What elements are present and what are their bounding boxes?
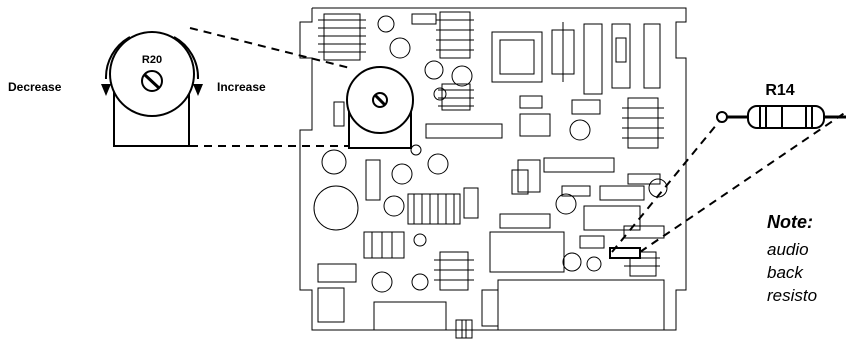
pcb-outline	[299, 7, 687, 339]
increase-label: Increase	[217, 80, 266, 94]
increase-arrow-icon	[193, 84, 203, 96]
r20-leader-top	[189, 27, 351, 69]
r14-leader-left	[611, 117, 723, 253]
decrease-arrow-icon	[101, 84, 111, 96]
note-line-2: back	[767, 263, 804, 282]
r20-label: R20	[142, 54, 162, 66]
board-r20-pot	[346, 66, 414, 149]
r14-lead-left	[716, 111, 728, 123]
board-r14-resistor	[609, 247, 641, 259]
note-line-3: resisto	[767, 286, 817, 305]
pcb-components	[313, 11, 668, 331]
r14-label: R14	[765, 82, 794, 99]
note-block: Note: audio back resisto	[767, 212, 817, 305]
decrease-label: Decrease	[8, 80, 62, 94]
note-heading: Note:	[767, 212, 813, 232]
note-line-1: audio	[767, 240, 809, 259]
r14-leader-right	[639, 111, 846, 253]
r20-zoom-callout: R20 Decrease Increase	[8, 31, 266, 147]
r14-zoom-callout: R14	[716, 82, 846, 129]
decrease-arc	[104, 36, 131, 80]
r20-zoom-screw-slot	[143, 73, 161, 90]
bottom-connector	[455, 319, 473, 339]
increase-arc	[173, 36, 200, 80]
